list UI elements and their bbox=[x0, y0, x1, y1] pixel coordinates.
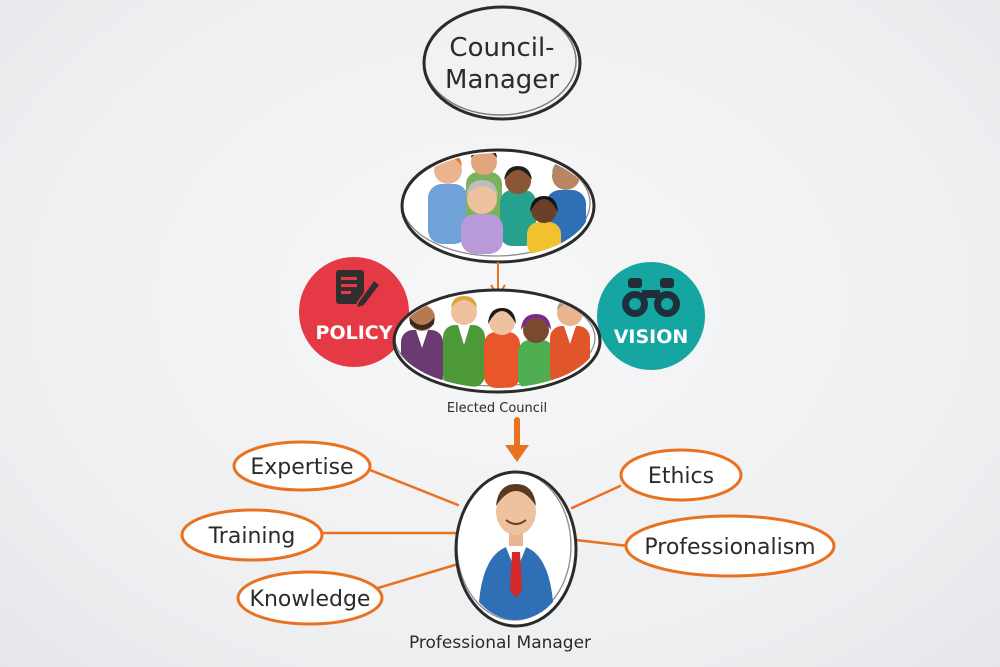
vision-label: VISION bbox=[614, 326, 689, 348]
binoculars-icon bbox=[622, 278, 680, 317]
vision-badge: VISION bbox=[597, 262, 705, 370]
title-bubble: Council- Manager bbox=[422, 5, 582, 121]
quality-knowledge: Knowledge bbox=[236, 570, 384, 626]
quality-ethics: Ethics bbox=[619, 448, 743, 502]
council-member bbox=[518, 314, 554, 388]
quality-knowledge-label: Knowledge bbox=[250, 587, 371, 612]
quality-professionalism-label: Professionalism bbox=[644, 535, 815, 560]
title-line1: Council- bbox=[449, 33, 554, 63]
manager-figure bbox=[478, 484, 554, 620]
citizens-group bbox=[400, 148, 596, 264]
policy-badge-circle bbox=[299, 257, 409, 367]
citizen-figure bbox=[500, 166, 536, 246]
down-arrow bbox=[505, 417, 529, 462]
quality-expertise-label: Expertise bbox=[250, 455, 353, 480]
quality-ethics-label: Ethics bbox=[648, 464, 714, 489]
quality-training-label: Training bbox=[208, 524, 296, 549]
policy-badge: POLICY bbox=[299, 257, 409, 367]
council-member bbox=[443, 296, 485, 387]
elected-council-label: Elected Council bbox=[447, 401, 547, 416]
policy-label: POLICY bbox=[316, 322, 393, 344]
citizen-figure bbox=[461, 180, 503, 254]
council-member bbox=[484, 308, 520, 388]
elected-council-group: Elected Council bbox=[392, 288, 602, 416]
quality-training: Training bbox=[180, 508, 324, 562]
professional-manager-group: Professional Manager bbox=[409, 470, 591, 653]
vision-badge-circle bbox=[597, 262, 705, 370]
title-line2: Manager bbox=[445, 65, 559, 95]
quality-connectors bbox=[318, 468, 630, 590]
quality-professionalism: Professionalism bbox=[624, 514, 836, 578]
quality-expertise: Expertise bbox=[232, 440, 372, 492]
document-pen-icon bbox=[336, 270, 382, 310]
professional-manager-label: Professional Manager bbox=[409, 633, 591, 653]
